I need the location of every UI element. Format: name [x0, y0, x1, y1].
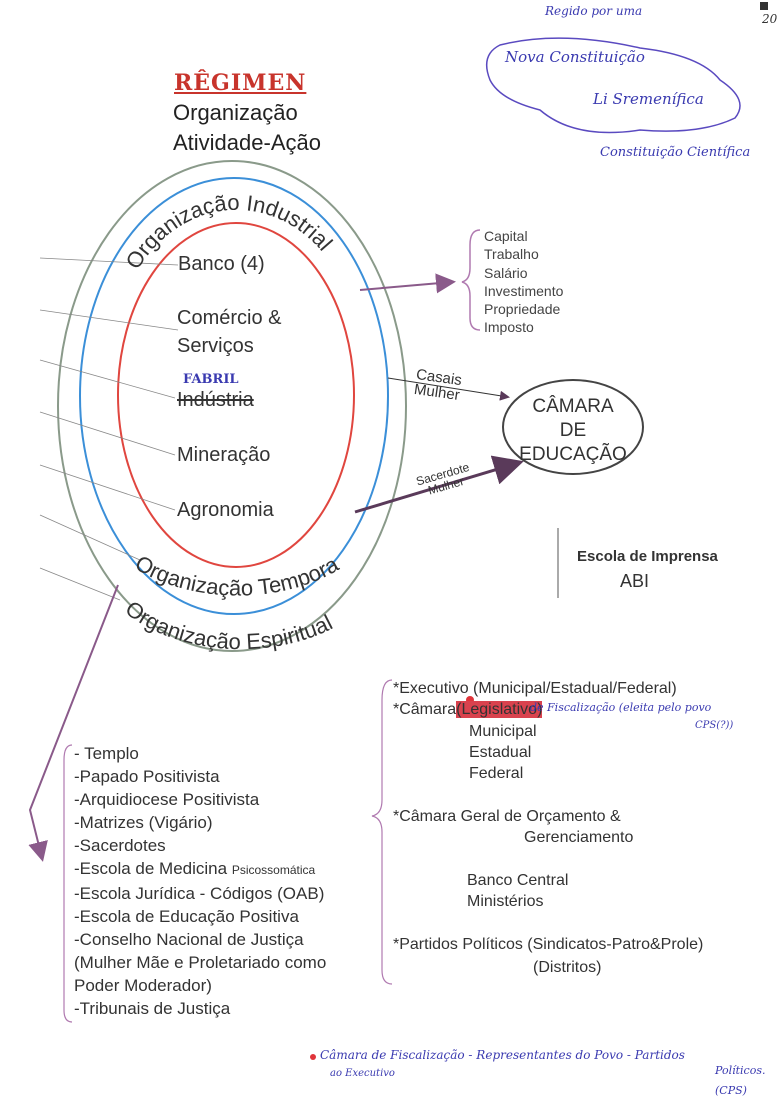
arrow-casais — [387, 377, 510, 401]
red-dot-footer — [310, 1054, 316, 1060]
list-item: -Sacerdotes — [74, 836, 166, 855]
capital-item: Capital — [484, 228, 528, 244]
list-item: -Escola Jurídica - Códigos (OAB) — [74, 884, 325, 903]
note-top: Regido por uma — [545, 4, 643, 18]
temporal-orcamento-1: *Câmara Geral de Orçamento & — [393, 808, 621, 825]
list-item: -Papado Positivista — [74, 767, 220, 786]
sector-industria: Indústria — [177, 389, 254, 411]
list-item: -Matrizes (Vigário) — [74, 813, 213, 832]
sector-comercio-2: Serviços — [177, 335, 254, 357]
arrow-label-casais: Casais Mulher — [413, 366, 463, 404]
sector-comercio-1: Comércio & — [177, 307, 282, 329]
camara-educacao-ellipse — [502, 379, 644, 475]
temporal-executivo: *Executivo (Municipal/Estadual/Federal) — [393, 680, 677, 697]
camara-educacao-label: CÂMARA DE EDUCAÇÃO — [503, 395, 643, 467]
note-camara-annotation-2: CPS(?)) — [695, 720, 734, 731]
arrow-sacerdote — [354, 455, 524, 514]
note-cloud-2: Li Sremenífica — [593, 90, 704, 108]
capital-item: Trabalho — [484, 246, 539, 263]
inner-ring — [117, 222, 355, 568]
outer-ring — [57, 160, 407, 652]
capital-item: Imposto — [484, 319, 534, 336]
capital-list: Capital Trabalho Salário Investimento Pr… — [484, 227, 563, 337]
temporal-distritos: (Distritos) — [533, 959, 602, 976]
espiritual-list: - Templo -Papado Positivista -Arquidioce… — [74, 742, 326, 1020]
temporal-orcamento-2: Gerenciamento — [524, 829, 634, 846]
sector-banco: Banco (4) — [178, 253, 265, 275]
page-number: 20 — [762, 12, 778, 26]
list-item: -Arquidiocese Positivista — [74, 790, 260, 809]
temporal-camara-row: *Câmara(Legislativo) — [393, 699, 543, 721]
temporal-ministerios: Ministérios — [467, 893, 544, 910]
temporal-bracket — [371, 679, 393, 985]
temporal-federal: Federal — [469, 765, 524, 782]
note-camara-annotation-1: de Fiscalização (eleita pelo povo — [530, 701, 712, 714]
arrow-to-espiritual — [28, 584, 119, 862]
temporal-estadual: Estadual — [469, 744, 532, 761]
title-atividade: Atividade-Ação — [173, 130, 321, 155]
list-item: -Escola de Medicina Psicossomática — [74, 857, 326, 882]
sector-mineracao: Mineração — [177, 444, 271, 466]
temporal-banco-central: Banco Central — [467, 872, 569, 889]
camara-line-2: DE — [559, 420, 587, 441]
capital-item: Salário — [484, 264, 528, 281]
sector-agronomia: Agronomia — [177, 499, 274, 521]
list-item: -Tribunais de Justiça — [74, 999, 231, 1018]
list-item: -Conselho Nacional de Justiça — [74, 930, 304, 949]
temporal-municipal: Municipal — [469, 723, 537, 740]
camara-prefix: *Câmara — [393, 701, 457, 718]
legislativo-highlight: (Legislativo) — [456, 701, 543, 718]
capital-item: Investimento — [484, 282, 564, 299]
capital-brace — [461, 229, 481, 331]
camara-line-3: EDUCAÇÃO — [519, 444, 627, 465]
imprensa-label: Escola de Imprensa — [577, 548, 718, 565]
list-item: -Escola de Educação Positiva — [74, 907, 299, 926]
title-organizacao: Organização — [173, 100, 298, 125]
list-item: Poder Moderador) — [74, 976, 212, 995]
note-footer-3: Políticos. — [715, 1064, 766, 1077]
arrow-to-capital — [359, 273, 456, 294]
page-marker-icon — [760, 2, 768, 10]
camara-line-1: CÂMARA — [532, 396, 614, 417]
list-item: (Mulher Mãe e Proletariado como — [74, 953, 327, 972]
note-cloud-1: Nova Constituição — [505, 48, 645, 66]
list-item-text: -Escola de Medicina — [74, 859, 228, 878]
list-item: - Templo — [74, 744, 139, 763]
list-item-suffix: Psicossomática — [231, 863, 316, 877]
note-footer-2: ao Executivo — [330, 1068, 395, 1079]
note-footer-4: (CPS) — [715, 1084, 747, 1097]
abi-label: ABI — [620, 571, 650, 591]
title-regimen: RÊGIMEN — [174, 70, 307, 96]
note-fabril: FABRIL — [183, 372, 239, 387]
note-footer-1: Câmara de Fiscalização - Representantes … — [320, 1048, 685, 1062]
capital-item: Propriedade — [484, 301, 561, 318]
espiritual-bracket — [63, 744, 73, 1023]
leader-lines — [39, 257, 179, 601]
handwritten-cloud — [485, 37, 741, 134]
note-constituicao: Constituição Científica — [600, 145, 751, 160]
orbit-label-espiritual: Organização Espiritual — [121, 596, 337, 655]
middle-ring — [79, 177, 389, 615]
temporal-partidos: *Partidos Políticos (Sindicatos-Patro&Pr… — [393, 936, 704, 953]
